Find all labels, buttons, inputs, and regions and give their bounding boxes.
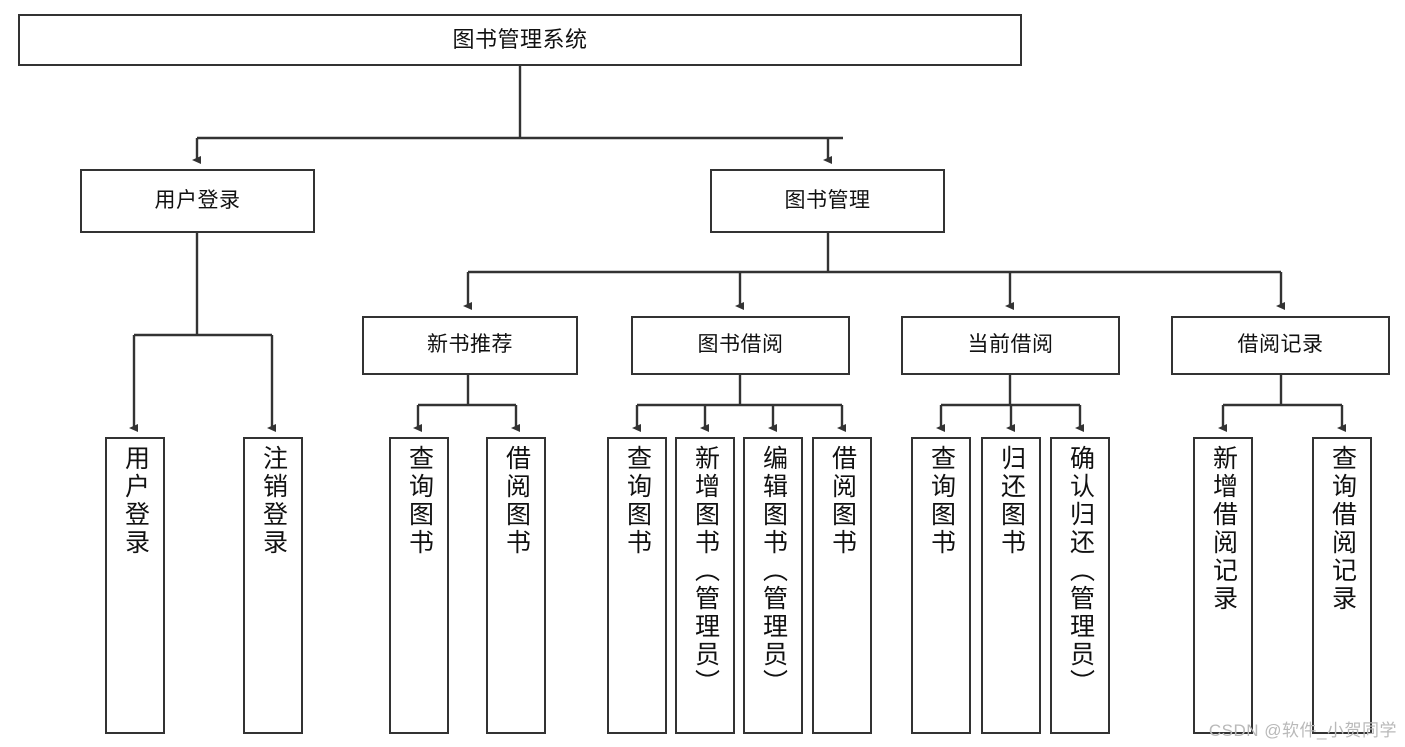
node-label: 借阅图书 [502,445,531,557]
node-label: 当前借阅 [967,333,1054,357]
leaf-borrow-query-book[interactable]: 查询图书 [607,437,667,734]
leaf-current-query-book[interactable]: 查询图书 [911,437,971,734]
node-label: 确认归还（管理员） [1066,445,1095,697]
node-label: 图书管理系统 [452,27,588,53]
leaf-recommend-borrow-book[interactable]: 借阅图书 [486,437,546,734]
node-label: 查询图书 [623,445,652,557]
leaf-record-add-borrow-record[interactable]: 新增借阅记录 [1193,437,1253,734]
node-label: 新增图书（管理员） [691,445,720,697]
node-label: 新书推荐 [427,333,513,357]
leaf-borrow-add-book-admin[interactable]: 新增图书（管理员） [675,437,735,734]
leaf-current-return-book[interactable]: 归还图书 [981,437,1041,734]
leaf-logout[interactable]: 注销登录 [243,437,303,734]
node-book-borrow[interactable]: 图书借阅 [631,316,850,375]
node-label: 用户登录 [154,188,241,212]
node-label: 注销登录 [259,445,288,557]
leaf-current-confirm-return-admin[interactable]: 确认归还（管理员） [1050,437,1110,734]
node-user-login[interactable]: 用户登录 [80,169,315,233]
node-label: 查询借阅记录 [1328,445,1357,613]
node-label: 新增借阅记录 [1209,445,1238,613]
node-new-book-recommend[interactable]: 新书推荐 [362,316,578,375]
node-borrow-record[interactable]: 借阅记录 [1171,316,1390,375]
node-book-management[interactable]: 图书管理 [710,169,945,233]
watermark-text: CSDN @软件_小贺同学 [1208,721,1397,740]
leaf-recommend-query-book[interactable]: 查询图书 [389,437,449,734]
leaf-user-login[interactable]: 用户登录 [105,437,165,734]
node-root-book-management-system[interactable]: 图书管理系统 [18,14,1022,66]
node-label: 图书管理 [784,188,871,212]
node-current-borrow[interactable]: 当前借阅 [901,316,1120,375]
node-label: 借阅图书 [828,445,857,557]
leaf-borrow-edit-book-admin[interactable]: 编辑图书（管理员） [743,437,803,734]
node-label: 归还图书 [997,445,1026,557]
node-label: 编辑图书（管理员） [759,445,788,697]
node-label: 查询图书 [405,445,434,557]
node-label: 用户登录 [121,445,150,557]
node-label: 图书借阅 [697,333,784,357]
leaf-record-query-borrow-record[interactable]: 查询借阅记录 [1312,437,1372,734]
node-label: 借阅记录 [1237,333,1324,357]
leaf-borrow-lend-book[interactable]: 借阅图书 [812,437,872,734]
node-label: 查询图书 [927,445,956,557]
